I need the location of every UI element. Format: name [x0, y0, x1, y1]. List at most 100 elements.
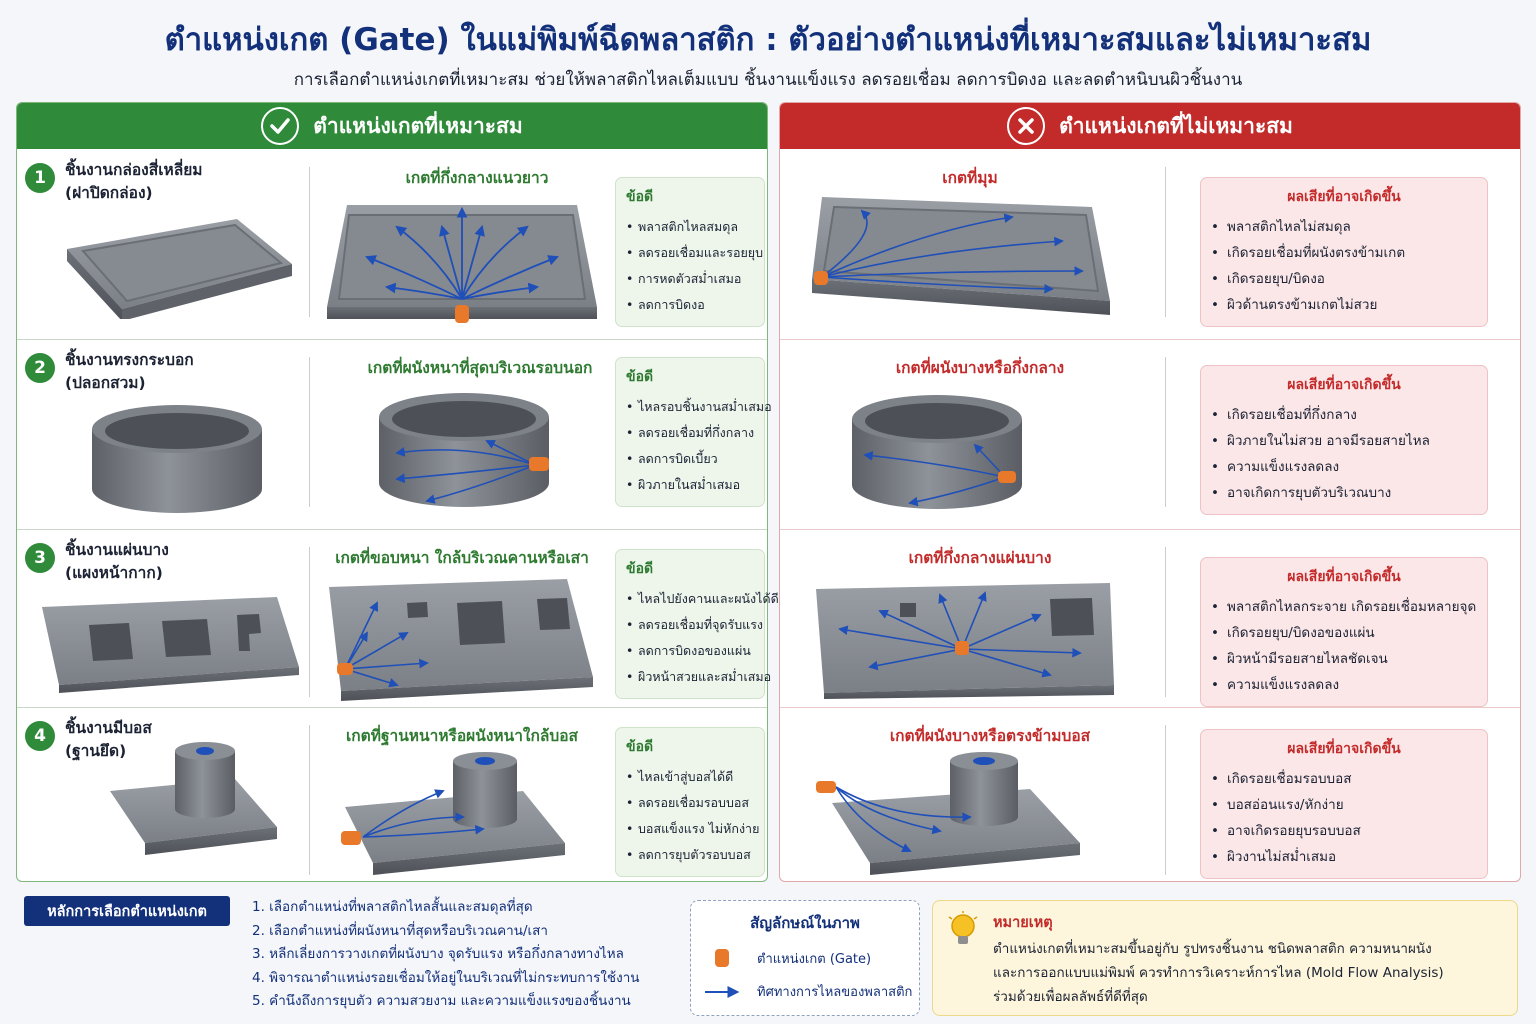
effect-item: เกิดรอยเชื่อมที่ผนังตรงข้ามเกต — [1211, 240, 1477, 266]
note-title: หมายเหตุ — [993, 915, 1053, 931]
bad-row-4: เกตที่ผนังบางหรือตรงข้ามบอส ผลเสียที่อาจ… — [780, 707, 1520, 883]
note-text: ตำแหน่งเกตที่เหมาะสมขึ้นอยู่กับ รูปทรงชิ… — [993, 937, 1444, 1009]
row-number: 3 — [25, 543, 55, 573]
legend-flow-label: ทิศทางการไหลของพลาสติก — [757, 985, 913, 1000]
effects-title: ผลเสียที่อาจเกิดขึ้น — [1287, 741, 1401, 757]
effect-item: เกิดรอยเชื่อมรอบบอส — [1211, 766, 1477, 792]
legend-title: สัญลักษณ์ในภาพ — [750, 914, 860, 932]
gate-symbol-icon — [715, 949, 729, 967]
effects-box: ผลเสียที่อาจเกิดขึ้น พลาสติกไหลไม่สมดุล … — [1200, 177, 1488, 327]
part-name-line1: ชิ้นงานมีบอส — [65, 719, 152, 737]
page-subtitle: การเลือกตำแหน่งเกตที่เหมาะสม ช่วยให้พลาส… — [293, 70, 1243, 90]
advantage-item: ลดรอยเชื่อมที่กึ่งกลาง — [626, 420, 754, 446]
advantage-item: ไหลเข้าสู่บอสได้ดี — [626, 764, 754, 790]
advantages-title: ข้อดี — [626, 189, 654, 205]
advantages-box: ข้อดี ไหลไปยังคานและผนังได้ดี ลดรอยเชื่อ… — [615, 549, 779, 699]
gate-label: เกตที่ผนังบางหรือตรงข้ามบอส — [889, 727, 1091, 745]
row-number: 4 — [25, 721, 55, 751]
gate-marker — [816, 781, 836, 793]
note-line: ร่วมด้วยเพื่อผลลัพธ์ที่ดีที่สุด — [993, 989, 1148, 1005]
effect-item: อาจเกิดรอยยุบรอบบอส — [1211, 818, 1477, 844]
effect-item: ผิวหน้ามีรอยสายไหลชัดเจน — [1211, 646, 1477, 672]
gate-label: เกตที่ผนังบางหรือกึ่งกลาง — [895, 359, 1065, 377]
effect-item: ความแข็งแรงลดลง — [1211, 454, 1477, 480]
bad-row-3: เกตที่กึ่งกลางแผ่นบาง ผลเสียที่อาจเกิดขึ… — [780, 529, 1520, 707]
box-part-illustration — [67, 219, 292, 319]
cylinder-part-gate-thin-illustration — [852, 395, 1022, 509]
effects-box: ผลเสียที่อาจเกิดขึ้น พลาสติกไหลกระจาย เก… — [1200, 557, 1488, 707]
advantages-title: ข้อดี — [626, 739, 654, 755]
advantage-item: พลาสติกไหลสมดุล — [626, 214, 754, 240]
cylinder-part-gate-outer-illustration — [379, 393, 549, 507]
advantage-item: ลดการยุบตัวรอบบอส — [626, 842, 754, 868]
effects-title: ผลเสียที่อาจเกิดขึ้น — [1287, 189, 1401, 205]
advantages-title: ข้อดี — [626, 369, 654, 385]
effect-item: ผิวงานไม่สม่ำเสมอ — [1211, 844, 1477, 870]
panel-part-gate-center-illustration — [816, 583, 1114, 699]
cylinder-part-illustration — [92, 405, 262, 513]
advantage-item: ผิวภายในสม่ำเสมอ — [626, 472, 754, 498]
box-part-gate-corner-illustration — [812, 197, 1110, 315]
gate-marker — [455, 305, 469, 323]
principles-tag: หลักการเลือกตำแหน่งเกต — [24, 896, 230, 926]
effect-item: บอสอ่อนแรง/หักง่าย — [1211, 792, 1477, 818]
effects-title: ผลเสียที่อาจเกิดขึ้น — [1287, 377, 1401, 393]
gate-marker — [341, 831, 361, 845]
part-name-line1: ชิ้นงานแผ่นบาง — [65, 541, 169, 559]
advantage-item: ผิวหน้าสวยและสม่ำเสมอ — [626, 664, 771, 690]
effect-item: พลาสติกไหลไม่สมดุล — [1211, 214, 1477, 240]
good-row-4: 4 ชิ้นงานมีบอส (ฐานยึด) เกตที่ฐานหนาหรือ… — [17, 707, 767, 883]
part-name: ชิ้นงานมีบอส (ฐานยึด) — [65, 717, 152, 763]
principle-item: 1. เลือกตำแหน่งที่พลาสติกไหลสั้นและสมดุล… — [252, 899, 533, 915]
gate-marker — [529, 457, 549, 471]
part-name-line1: ชิ้นงานทรงกระบอก — [65, 351, 194, 369]
effect-item: เกิดรอยเชื่อมที่กึ่งกลาง — [1211, 402, 1477, 428]
advantage-item: ลดการบิดงอ — [626, 292, 754, 318]
advantage-item: ลดการบิดงอของแผ่น — [626, 638, 754, 664]
advantage-item: ไหลไปยังคานและผนังได้ดี — [626, 586, 779, 612]
good-row-3: 3 ชิ้นงานแผ่นบาง (แผงหน้ากาก) เกตที่ขอบห… — [17, 529, 779, 707]
effects-box: ผลเสียที่อาจเกิดขึ้น เกิดรอยเชื่อมที่กึ่… — [1200, 365, 1488, 515]
bad-panel-heading: ตำแหน่งเกตที่ไม่เหมาะสม — [1059, 113, 1293, 138]
advantages-title: ข้อดี — [626, 561, 654, 577]
advantage-item: การหดตัวสม่ำเสมอ — [626, 266, 754, 292]
part-name-line2: (ปลอกสวม) — [65, 374, 146, 392]
row-number: 1 — [25, 163, 55, 193]
note-box: หมายเหตุ ตำแหน่งเกตที่เหมาะสมขึ้นอยู่กับ… — [932, 900, 1518, 1016]
effect-item: ผิวด้านตรงข้ามเกตไม่สวย — [1211, 292, 1477, 318]
gate-marker — [814, 271, 828, 285]
effects-title: ผลเสียที่อาจเกิดขึ้น — [1287, 569, 1401, 585]
note-line: ตำแหน่งเกตที่เหมาะสมขึ้นอยู่กับ รูปทรงชิ… — [993, 941, 1432, 957]
principle-item: 5. คำนึงถึงการยุบตัว ความสวยงาม และความแ… — [252, 993, 631, 1009]
row-number: 2 — [25, 353, 55, 383]
part-name-line2: (ฐานยึด) — [65, 742, 127, 760]
legend-flow-row: ทิศทางการไหลของพลาสติก — [703, 981, 912, 1002]
panel-part-gate-edge-illustration — [329, 579, 593, 701]
advantage-item: ลดรอยเชื่อมรอบบอส — [626, 790, 754, 816]
gate-label: เกตที่มุม — [942, 169, 998, 187]
boss-part-gate-opposite-illustration — [816, 752, 1080, 875]
effect-item: อาจเกิดการยุบตัวบริเวณบาง — [1211, 480, 1477, 506]
effect-item: พลาสติกไหลกระจาย เกิดรอยเชื่อมหลายจุด — [1211, 594, 1477, 620]
effect-item: ผิวภายในไม่สวย อาจมีรอยสายไหล — [1211, 428, 1477, 454]
advantages-box: ข้อดี ไหลเข้าสู่บอสได้ดี ลดรอยเชื่อมรอบบ… — [615, 727, 765, 877]
effects-box: ผลเสียที่อาจเกิดขึ้น เกิดรอยเชื่อมรอบบอส… — [1200, 729, 1488, 879]
advantage-item: ลดรอยเชื่อมและรอยยุบ — [626, 240, 763, 266]
effect-item: เกิดรอยยุบ/บิดงอ — [1211, 266, 1477, 292]
part-name: ชิ้นงานทรงกระบอก (ปลอกสวม) — [65, 349, 194, 395]
part-name: ชิ้นงานแผ่นบาง (แผงหน้ากาก) — [65, 539, 169, 585]
advantage-item: ไหลรอบชิ้นงานสม่ำเสมอ — [626, 394, 772, 420]
good-gate-panel: ตำแหน่งเกตที่เหมาะสม 1 ชิ้นงานกล่องสี่เห… — [16, 102, 779, 883]
advantages-box: ข้อดี ไหลรอบชิ้นงานสม่ำเสมอ ลดรอยเชื่อมท… — [615, 357, 772, 507]
part-name: ชิ้นงานกล่องสี่เหลี่ยม (ฝาปิดกล่อง) — [65, 159, 203, 205]
advantage-item: ลดการบิดเบี้ยว — [626, 446, 754, 472]
good-panel-header: ตำแหน่งเกตที่เหมาะสม — [17, 103, 767, 149]
effect-item: เกิดรอยยุบ/บิดงอของแผ่น — [1211, 620, 1477, 646]
advantage-item: บอสแข็งแรง ไม่หักง่าย — [626, 816, 759, 842]
gate-label: เกตที่ฐานหนาหรือผนังหนาใกล้บอส — [345, 727, 578, 745]
gate-marker — [998, 471, 1016, 483]
advantages-box: ข้อดี พลาสติกไหลสมดุล ลดรอยเชื่อมและรอยย… — [615, 177, 765, 327]
page-title: ตำแหน่งเกต (Gate) ในแม่พิมพ์ฉีดพลาสติก :… — [164, 22, 1372, 58]
note-line: และการออกแบบแม่พิมพ์ ควรทำการวิเคราะห์กา… — [993, 965, 1444, 981]
check-icon — [261, 107, 300, 145]
